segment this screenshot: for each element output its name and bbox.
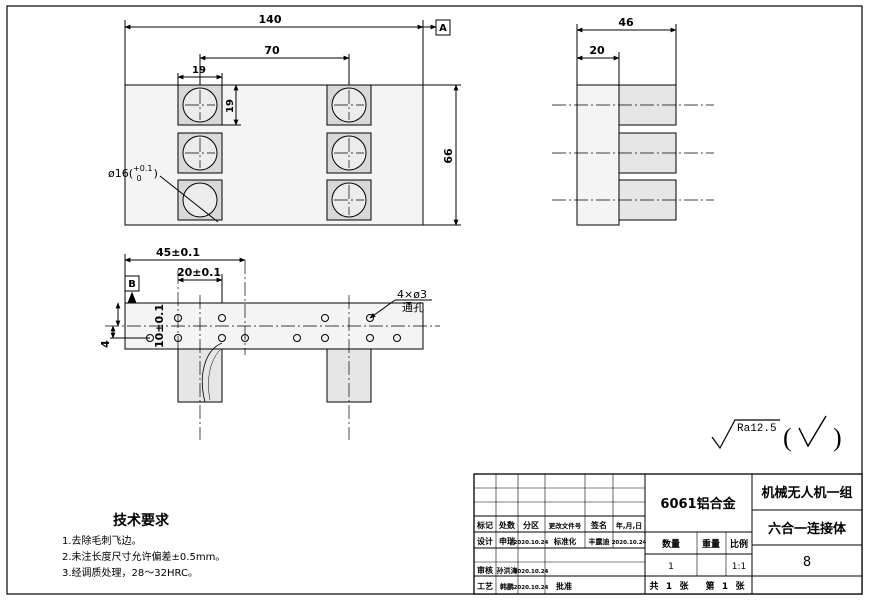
dim-45: 45±0.1 [156, 246, 200, 259]
dim-4: 4 [99, 340, 112, 348]
tb-hdr-sign: 签名 [590, 520, 607, 530]
break-line [201, 342, 223, 403]
tb-sheets-total-label: 共 [649, 580, 658, 592]
tb-process-date: 2020.10.24 [514, 585, 549, 591]
dim-70: 70 [264, 44, 280, 57]
tb-weight-label: 重量 [702, 538, 720, 550]
tb-approve-label: 批准 [556, 581, 572, 591]
tb-hdr-count: 处数 [498, 520, 516, 530]
tb-design-date: 2020.10.24 [514, 540, 549, 546]
tb-scale-label: 比例 [730, 538, 748, 550]
surface-finish-close: ) [833, 423, 842, 452]
tb-process-name: 韩鹏 [500, 582, 514, 591]
datum-a-label: A [439, 23, 447, 34]
front-view [124, 19, 461, 226]
tb-review-name: 孙洪涛 [497, 566, 518, 575]
title-block [473, 473, 863, 595]
tb-standard-date: 2020.10.24 [612, 540, 647, 546]
surface-finish-open: ( [783, 423, 792, 452]
tb-sheet-no-unit: 张 [735, 580, 745, 592]
dim-46: 46 [618, 16, 634, 29]
tb-sheet-no: 1 [722, 582, 728, 592]
tb-part-name: 六合一连接体 [768, 521, 847, 537]
tb-hdr-date: 年,月,日 [616, 521, 642, 530]
dim-20: 20 [589, 44, 605, 57]
surface-finish-ra: Ra12.5 [737, 423, 777, 435]
hole-cells [177, 84, 372, 221]
tech-req-item-1: 1.去除毛刺飞边。 [62, 534, 142, 547]
tb-process-label: 工艺 [477, 581, 493, 591]
tb-material: 6061铝合金 [660, 496, 736, 512]
tb-quantity-value: 1 [668, 562, 674, 572]
front-view-body [124, 84, 424, 226]
sheet-border [6, 5, 863, 595]
tb-standard-name: 丰露迪 [589, 537, 610, 546]
dim-140: 140 [259, 13, 282, 26]
side-view-base [576, 84, 620, 226]
surface-finish-symbol [711, 415, 827, 450]
dim-10: 10±0.1 [153, 304, 166, 348]
tech-req-item-2: 2.未注长度尺寸允许偏差±0.5mm。 [62, 550, 225, 563]
small-holes [146, 314, 401, 342]
tb-sheets-total-unit: 张 [679, 580, 689, 592]
hole-note: 4×ø3 [397, 288, 427, 301]
bottom-view [105, 254, 440, 440]
tb-standard-label: 标准化 [553, 536, 577, 546]
tech-req-item-3: 3.经调质处理，28～32HRC。 [62, 566, 198, 579]
tb-review-label: 审核 [477, 565, 493, 575]
tb-review-date: 2020.10.24 [514, 569, 549, 575]
hole-note-through: 通孔 [402, 301, 424, 314]
tech-req-title: 技术要求 [113, 512, 170, 529]
tb-quantity-label: 数量 [662, 538, 680, 550]
tb-design-name: 申瑞 [499, 536, 515, 546]
tb-scale-value: 1:1 [732, 562, 746, 572]
tb-drawing-no: 8 [803, 555, 811, 570]
side-view [552, 24, 714, 226]
datum-b-label: B [128, 279, 136, 290]
dim-19-h: 19 [192, 65, 206, 76]
dim-20-tol: 20±0.1 [177, 266, 221, 279]
tb-hdr-mark: 标记 [476, 520, 493, 530]
dim-66: 66 [442, 148, 455, 164]
tb-sheets-total: 1 [666, 582, 672, 592]
dim-19-v: 19 [225, 99, 236, 113]
tb-sheet-no-label: 第 [705, 580, 714, 592]
tb-design-label: 设计 [477, 536, 493, 546]
tb-hdr-file: 更改文件号 [549, 521, 582, 530]
tb-project: 机械无人机一组 [761, 485, 852, 501]
tb-hdr-zone: 分区 [523, 520, 539, 530]
